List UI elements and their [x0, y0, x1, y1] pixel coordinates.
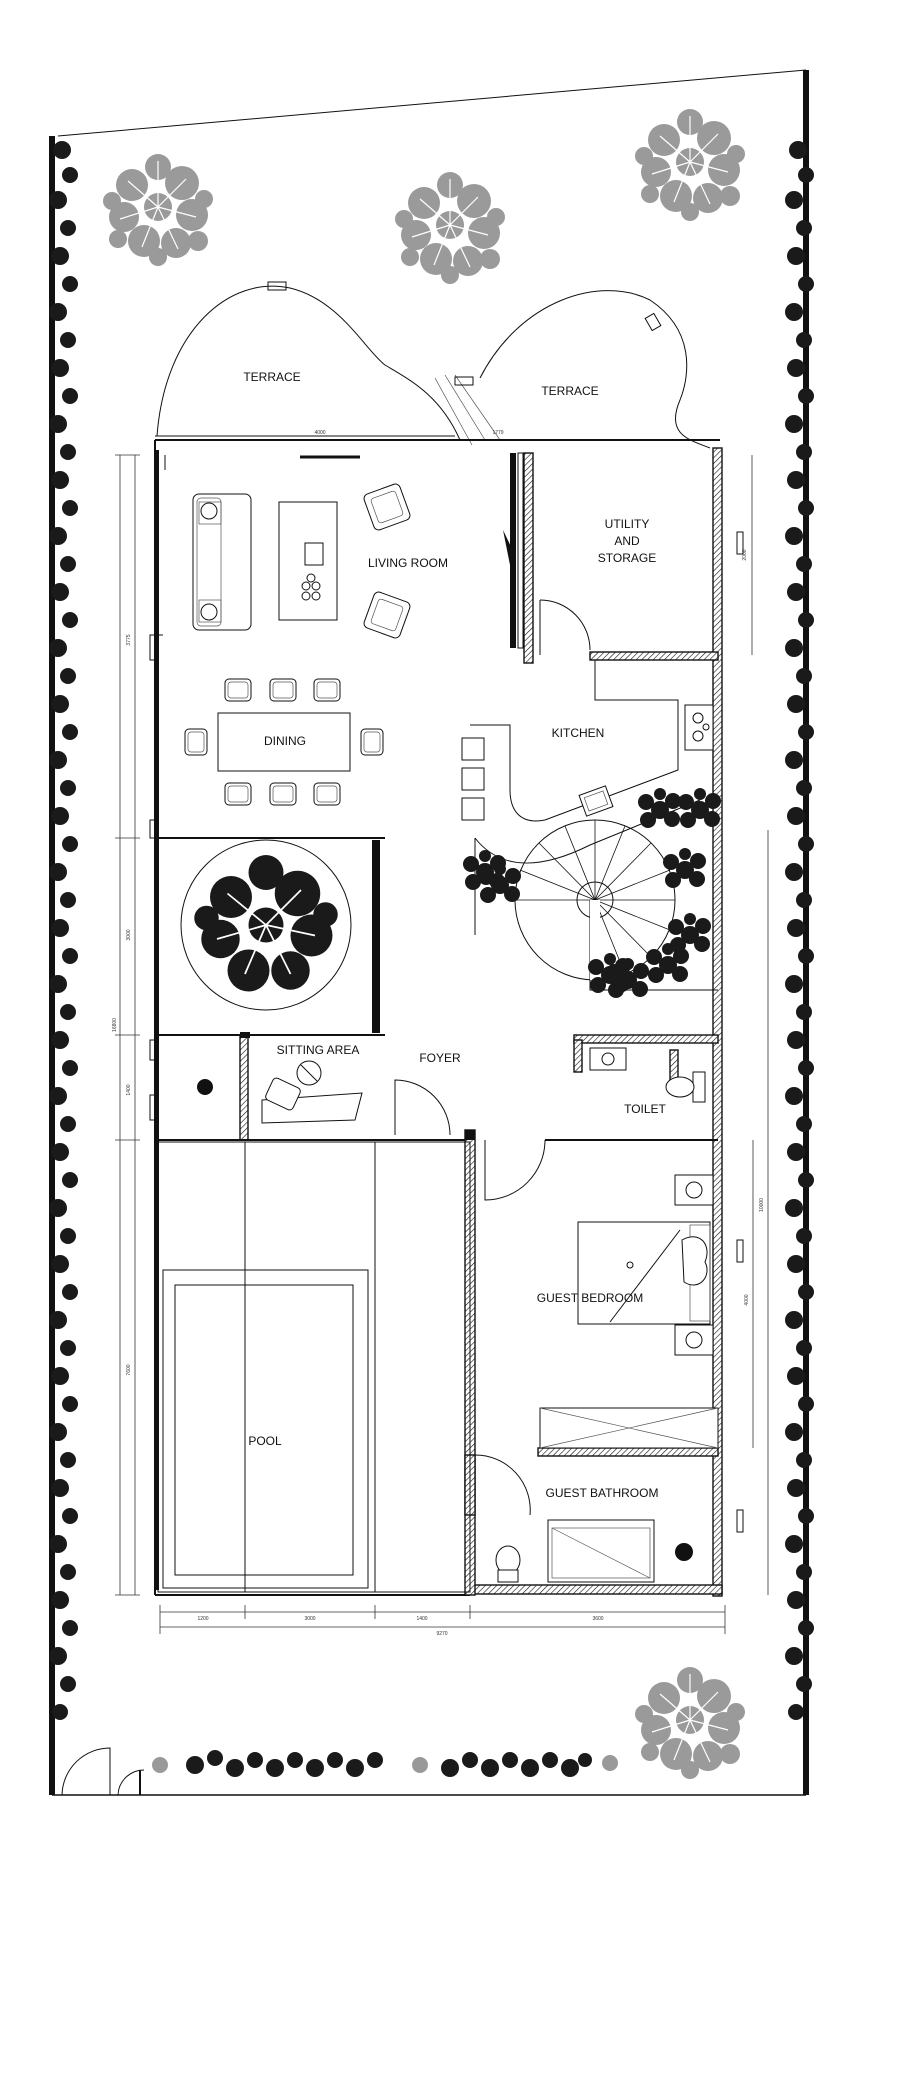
courtyard [180, 839, 352, 1011]
dimension-lines [115, 454, 769, 1634]
dim-utility-height: 2000 [742, 549, 748, 560]
toilet-fixtures [589, 1047, 706, 1103]
pool [157, 1141, 471, 1593]
room-label-utility-1: UTILITY [605, 517, 650, 531]
dim-sitting-height: 1400 [126, 1084, 132, 1095]
guest-bathroom-fixtures [474, 1454, 693, 1583]
dim-terrace-left-width: 4000 [314, 430, 325, 436]
foyer-door [394, 1079, 546, 1201]
tree-icon [631, 103, 749, 222]
dim-bottom-1: 1200 [197, 1616, 208, 1622]
dim-total-width: 9270 [436, 1631, 447, 1637]
room-label-guest-bedroom: GUEST BEDROOM [537, 1291, 643, 1305]
room-label-toilet: TOILET [624, 1102, 666, 1116]
sitting-area-furniture [261, 1060, 363, 1124]
dim-bedroom-height: 4000 [744, 1294, 750, 1305]
dim-living-height: 3775 [126, 634, 132, 645]
window-marks [149, 455, 744, 1533]
dim-bottom-4: 3600 [592, 1616, 603, 1622]
bedside-tables [674, 1174, 714, 1356]
coffee-table [278, 501, 338, 621]
dim-bottom-3: 1400 [416, 1616, 427, 1622]
hedge-bottom [152, 1750, 618, 1777]
hedge-left [49, 141, 78, 1720]
sofa [192, 493, 252, 631]
column-dot [197, 1079, 213, 1095]
gate-door [61, 1747, 145, 1796]
tv-cabinet [503, 530, 515, 565]
utility-door [539, 599, 591, 655]
tree-icon [631, 1661, 749, 1780]
room-label-kitchen: KITCHEN [552, 726, 605, 740]
wardrobe [539, 1407, 719, 1449]
sink-icon [578, 785, 614, 817]
room-label-living-room: LIVING ROOM [368, 556, 448, 570]
room-label-foyer: FOYER [419, 1051, 461, 1065]
terrace-left-outline [156, 281, 501, 446]
armchair [363, 483, 411, 531]
room-label-guest-bathroom: GUEST BATHROOM [546, 1486, 659, 1500]
dim-bottom-2: 3000 [304, 1616, 315, 1622]
room-label-sitting-area: SITTING AREA [277, 1043, 360, 1057]
room-label-terrace-left: TERRACE [243, 370, 300, 384]
tree-icon [391, 166, 509, 285]
bed [577, 1221, 711, 1325]
kitchen-counter [461, 660, 701, 864]
room-label-pool: POOL [248, 1434, 282, 1448]
site-boundary [49, 69, 809, 1796]
terrace-right-outline [454, 290, 711, 449]
tree-icon [99, 148, 217, 267]
hedge-right [785, 141, 814, 1720]
dim-total-height: 16800 [112, 1018, 118, 1032]
dim-middle-height: 3000 [126, 929, 132, 940]
stove-icon [684, 704, 714, 751]
room-label-dining: DINING [264, 734, 306, 748]
dim-right-lower-height: 10000 [759, 1198, 765, 1212]
dim-terrace-right-width: 1779 [492, 430, 503, 436]
room-label-utility-2: AND [614, 534, 640, 548]
room-label-utility-3: STORAGE [598, 551, 656, 565]
room-label-terrace-right: TERRACE [541, 384, 598, 398]
dining-table [217, 712, 351, 772]
armchair [363, 591, 411, 639]
dim-pool-height: 7600 [126, 1364, 132, 1375]
